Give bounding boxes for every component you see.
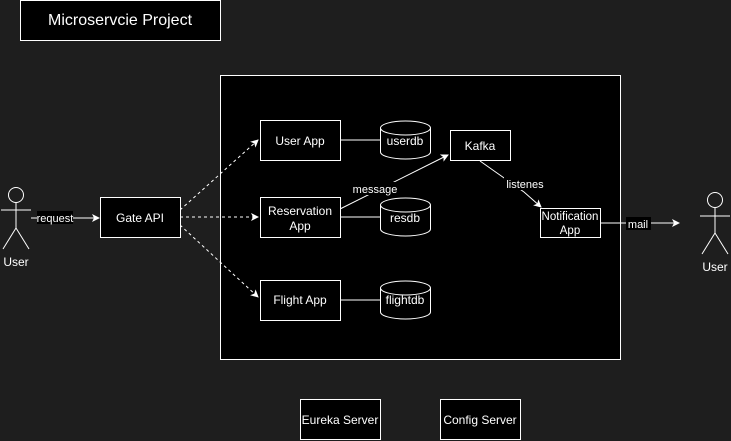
database-cylinder-icon xyxy=(380,280,431,320)
reservation-app-label-line2: App xyxy=(289,219,311,233)
kafka-to-notification-edge xyxy=(479,160,542,208)
database-cylinder-icon xyxy=(380,197,431,237)
gate-api-node: Gate API xyxy=(100,197,181,238)
listenes-label: listenes xyxy=(506,179,544,191)
request-label-bg xyxy=(37,211,73,224)
resdb-label: resdb xyxy=(390,211,420,225)
request-label: request xyxy=(37,213,74,225)
flightdb-node: flightdb xyxy=(380,280,431,320)
page-title: Microservcie Project xyxy=(48,12,193,29)
database-cylinder-icon xyxy=(380,120,431,160)
userdb-node: userdb xyxy=(380,120,431,160)
flightdb-label: flightdb xyxy=(386,293,425,307)
listenes-label-bg xyxy=(504,177,546,190)
message-label: message xyxy=(353,184,398,196)
flight-app-label: Flight App xyxy=(273,293,327,307)
notification-app-label-line1: Notification xyxy=(542,211,599,223)
notification-app-node: Notification App xyxy=(540,208,601,238)
reservation-app-label-line1: Reservation xyxy=(268,204,332,218)
flight-app-node: Flight App xyxy=(260,280,341,321)
reservation-app-node: Reservation App xyxy=(260,197,341,238)
config-server-node: Config Server xyxy=(440,399,521,440)
gate-api-label: Gate API xyxy=(116,211,164,225)
mail-label-bg xyxy=(626,217,651,230)
kafka-label: Kafka xyxy=(465,139,496,153)
stick-figure-icon xyxy=(1,187,31,250)
stick-figure-icon xyxy=(700,192,730,255)
eureka-server-node: Eureka Server xyxy=(300,399,381,440)
notification-app-label-line2: App xyxy=(560,225,580,237)
user-actor-right: User xyxy=(700,192,730,274)
user-actor-left: User xyxy=(1,187,31,269)
user-app-node: User App xyxy=(260,120,341,161)
eureka-server-label: Eureka Server xyxy=(302,413,379,427)
user-label-left: User xyxy=(3,255,28,269)
userdb-label: userdb xyxy=(387,134,424,148)
user-app-label: User App xyxy=(275,134,325,148)
kafka-node: Kafka xyxy=(450,130,511,161)
title-box: Microservcie Project xyxy=(20,0,221,41)
edge-labels: request message listenes mail xyxy=(37,177,651,231)
resdb-node: resdb xyxy=(380,197,431,237)
message-label-bg xyxy=(351,182,399,195)
user-label-right: User xyxy=(702,260,727,274)
config-server-label: Config Server xyxy=(443,413,516,427)
mail-label: mail xyxy=(628,219,648,231)
